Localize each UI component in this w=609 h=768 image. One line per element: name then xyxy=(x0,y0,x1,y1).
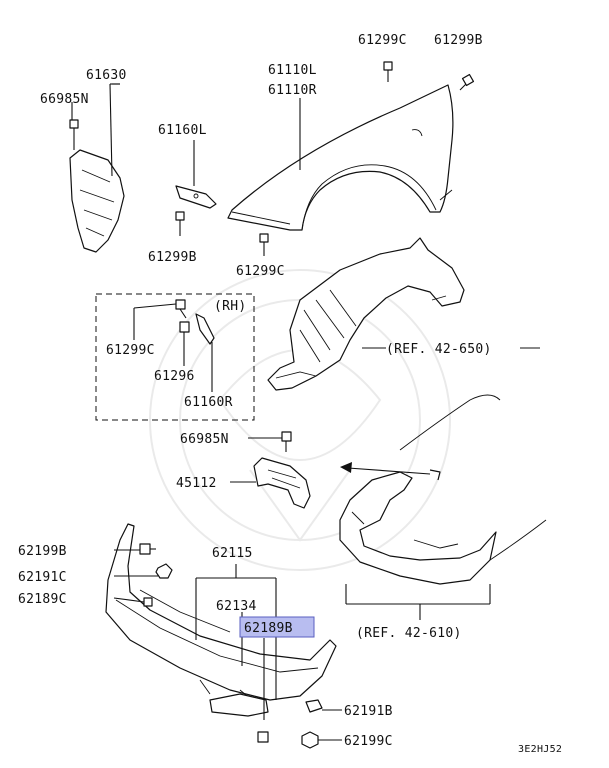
label-62191B: 62191B xyxy=(344,704,393,719)
bolt-61299C-mid xyxy=(259,233,269,256)
label-61110R: 61110R xyxy=(268,83,317,98)
direction-arrow xyxy=(340,462,441,481)
bracket-61160L xyxy=(175,185,217,209)
bolt-62199B xyxy=(139,543,156,555)
label-ref-42-650: (REF. 42-650) xyxy=(386,342,492,357)
label-61630: 61630 xyxy=(86,68,127,83)
bolt-61299B-mid xyxy=(175,211,185,236)
clip-62189C xyxy=(143,597,153,607)
vehicle-outline xyxy=(339,394,547,585)
label-62189B: 62189B xyxy=(244,621,293,636)
label-62134: 62134 xyxy=(216,599,257,614)
front-fender xyxy=(227,84,454,231)
label-diagram-code: 3E2HJ52 xyxy=(518,744,562,755)
nut-62191C xyxy=(155,563,173,579)
bolt-61299B-top xyxy=(459,73,475,91)
label-61160R: 61160R xyxy=(184,395,233,410)
label-61299B-mid: 61299B xyxy=(148,250,197,265)
label-61299C-mid: 61299C xyxy=(236,264,285,279)
label-62191C: 62191C xyxy=(18,570,67,585)
bolt-62199C-bottom xyxy=(301,731,319,749)
label-62189C: 62189C xyxy=(18,592,67,607)
bolt-61299C-rh xyxy=(175,299,187,319)
label-45112: 45112 xyxy=(176,476,217,491)
splash-shield-61630 xyxy=(69,119,125,253)
clip-62191B xyxy=(305,699,323,713)
bracket-61160R xyxy=(195,313,215,345)
label-62199C-bottom: 62199C xyxy=(344,734,393,749)
bolt-61299C-top xyxy=(383,61,393,82)
clip-61296 xyxy=(179,321,190,333)
label-61299C-top: 61299C xyxy=(358,33,407,48)
label-66985N-mid: 66985N xyxy=(180,432,229,447)
front-bumper xyxy=(105,523,337,701)
label-61299B-top: 61299B xyxy=(434,33,483,48)
nut-bottom xyxy=(257,731,269,743)
inner-fender-liner xyxy=(267,237,465,391)
bolt-66985N-mid xyxy=(281,431,292,452)
rh-detail-box xyxy=(95,293,255,421)
highlight-62189B xyxy=(239,616,315,638)
label-61160L: 61160L xyxy=(158,123,207,138)
label-61296: 61296 xyxy=(154,369,195,384)
label-62199B: 62199B xyxy=(18,544,67,559)
label-62115: 62115 xyxy=(212,546,253,561)
label-66985N-top: 66985N xyxy=(40,92,89,107)
label-ref-42-610: (REF. 42-610) xyxy=(356,626,462,641)
label-rh: (RH) xyxy=(214,299,247,314)
lower-trim-62189B xyxy=(209,693,269,717)
bracket-45112 xyxy=(253,457,311,509)
label-61299C-rh: 61299C xyxy=(106,343,155,358)
label-61110L: 61110L xyxy=(268,63,317,78)
